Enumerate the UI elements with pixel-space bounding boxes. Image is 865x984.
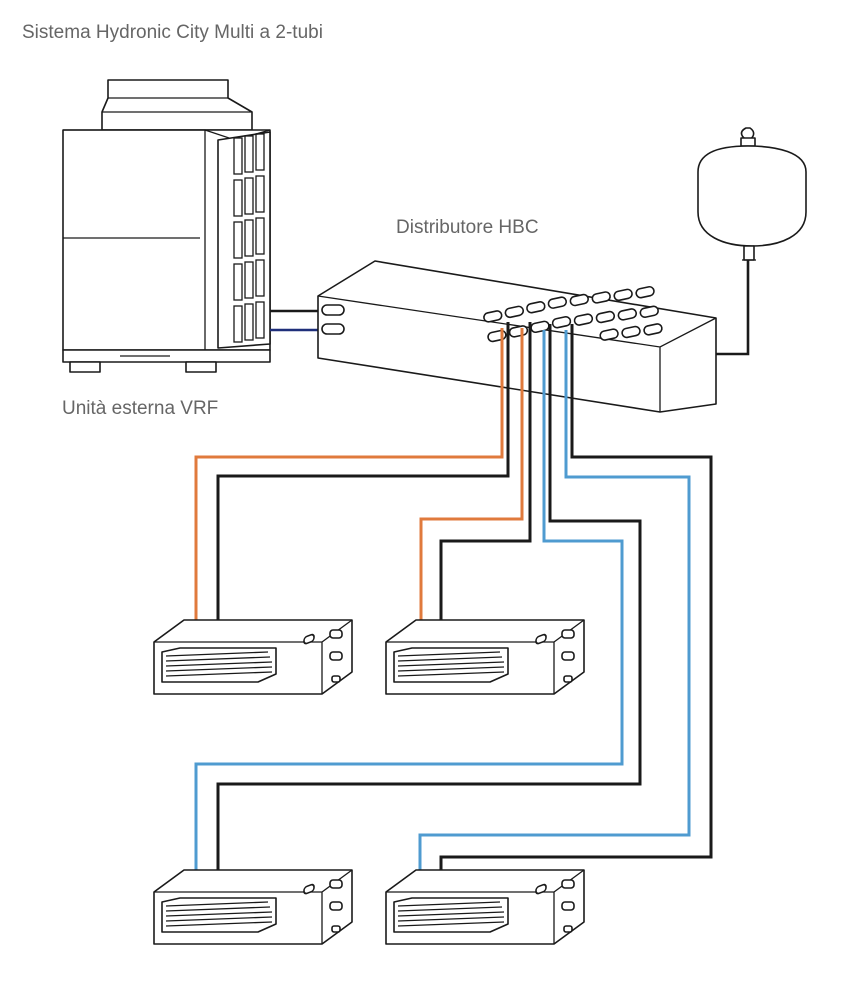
return-pipe-unit-1: [216, 322, 510, 640]
hot-pipe-unit-1: [194, 328, 504, 640]
distributor-label: Distributore HBC: [396, 217, 539, 238]
tank-pipe: [716, 260, 750, 356]
hbc-distributor-icon: [317, 260, 717, 413]
outdoor-unit-label: Unità esterna VRF: [62, 398, 219, 419]
indoor-unit-4: [385, 869, 585, 945]
water-pipes: [194, 322, 713, 890]
return-pipe-unit-3: [216, 324, 642, 890]
indoor-unit-3: [153, 869, 353, 945]
cold-pipe-unit-3: [194, 330, 624, 890]
refrigerant-pipes: [270, 309, 326, 332]
diagram-title: Sistema Hydronic City Multi a 2-tubi: [22, 22, 323, 43]
cold-pipe-unit-4: [418, 330, 691, 890]
hot-pipe-unit-2: [419, 328, 524, 640]
outdoor-unit-icon: [62, 79, 271, 373]
indoor-unit-2: [385, 619, 585, 695]
return-pipe-unit-2: [439, 322, 532, 640]
expansion-tank-icon: [697, 127, 807, 261]
indoor-unit-1: [153, 619, 353, 695]
return-pipe-unit-4: [439, 324, 713, 890]
